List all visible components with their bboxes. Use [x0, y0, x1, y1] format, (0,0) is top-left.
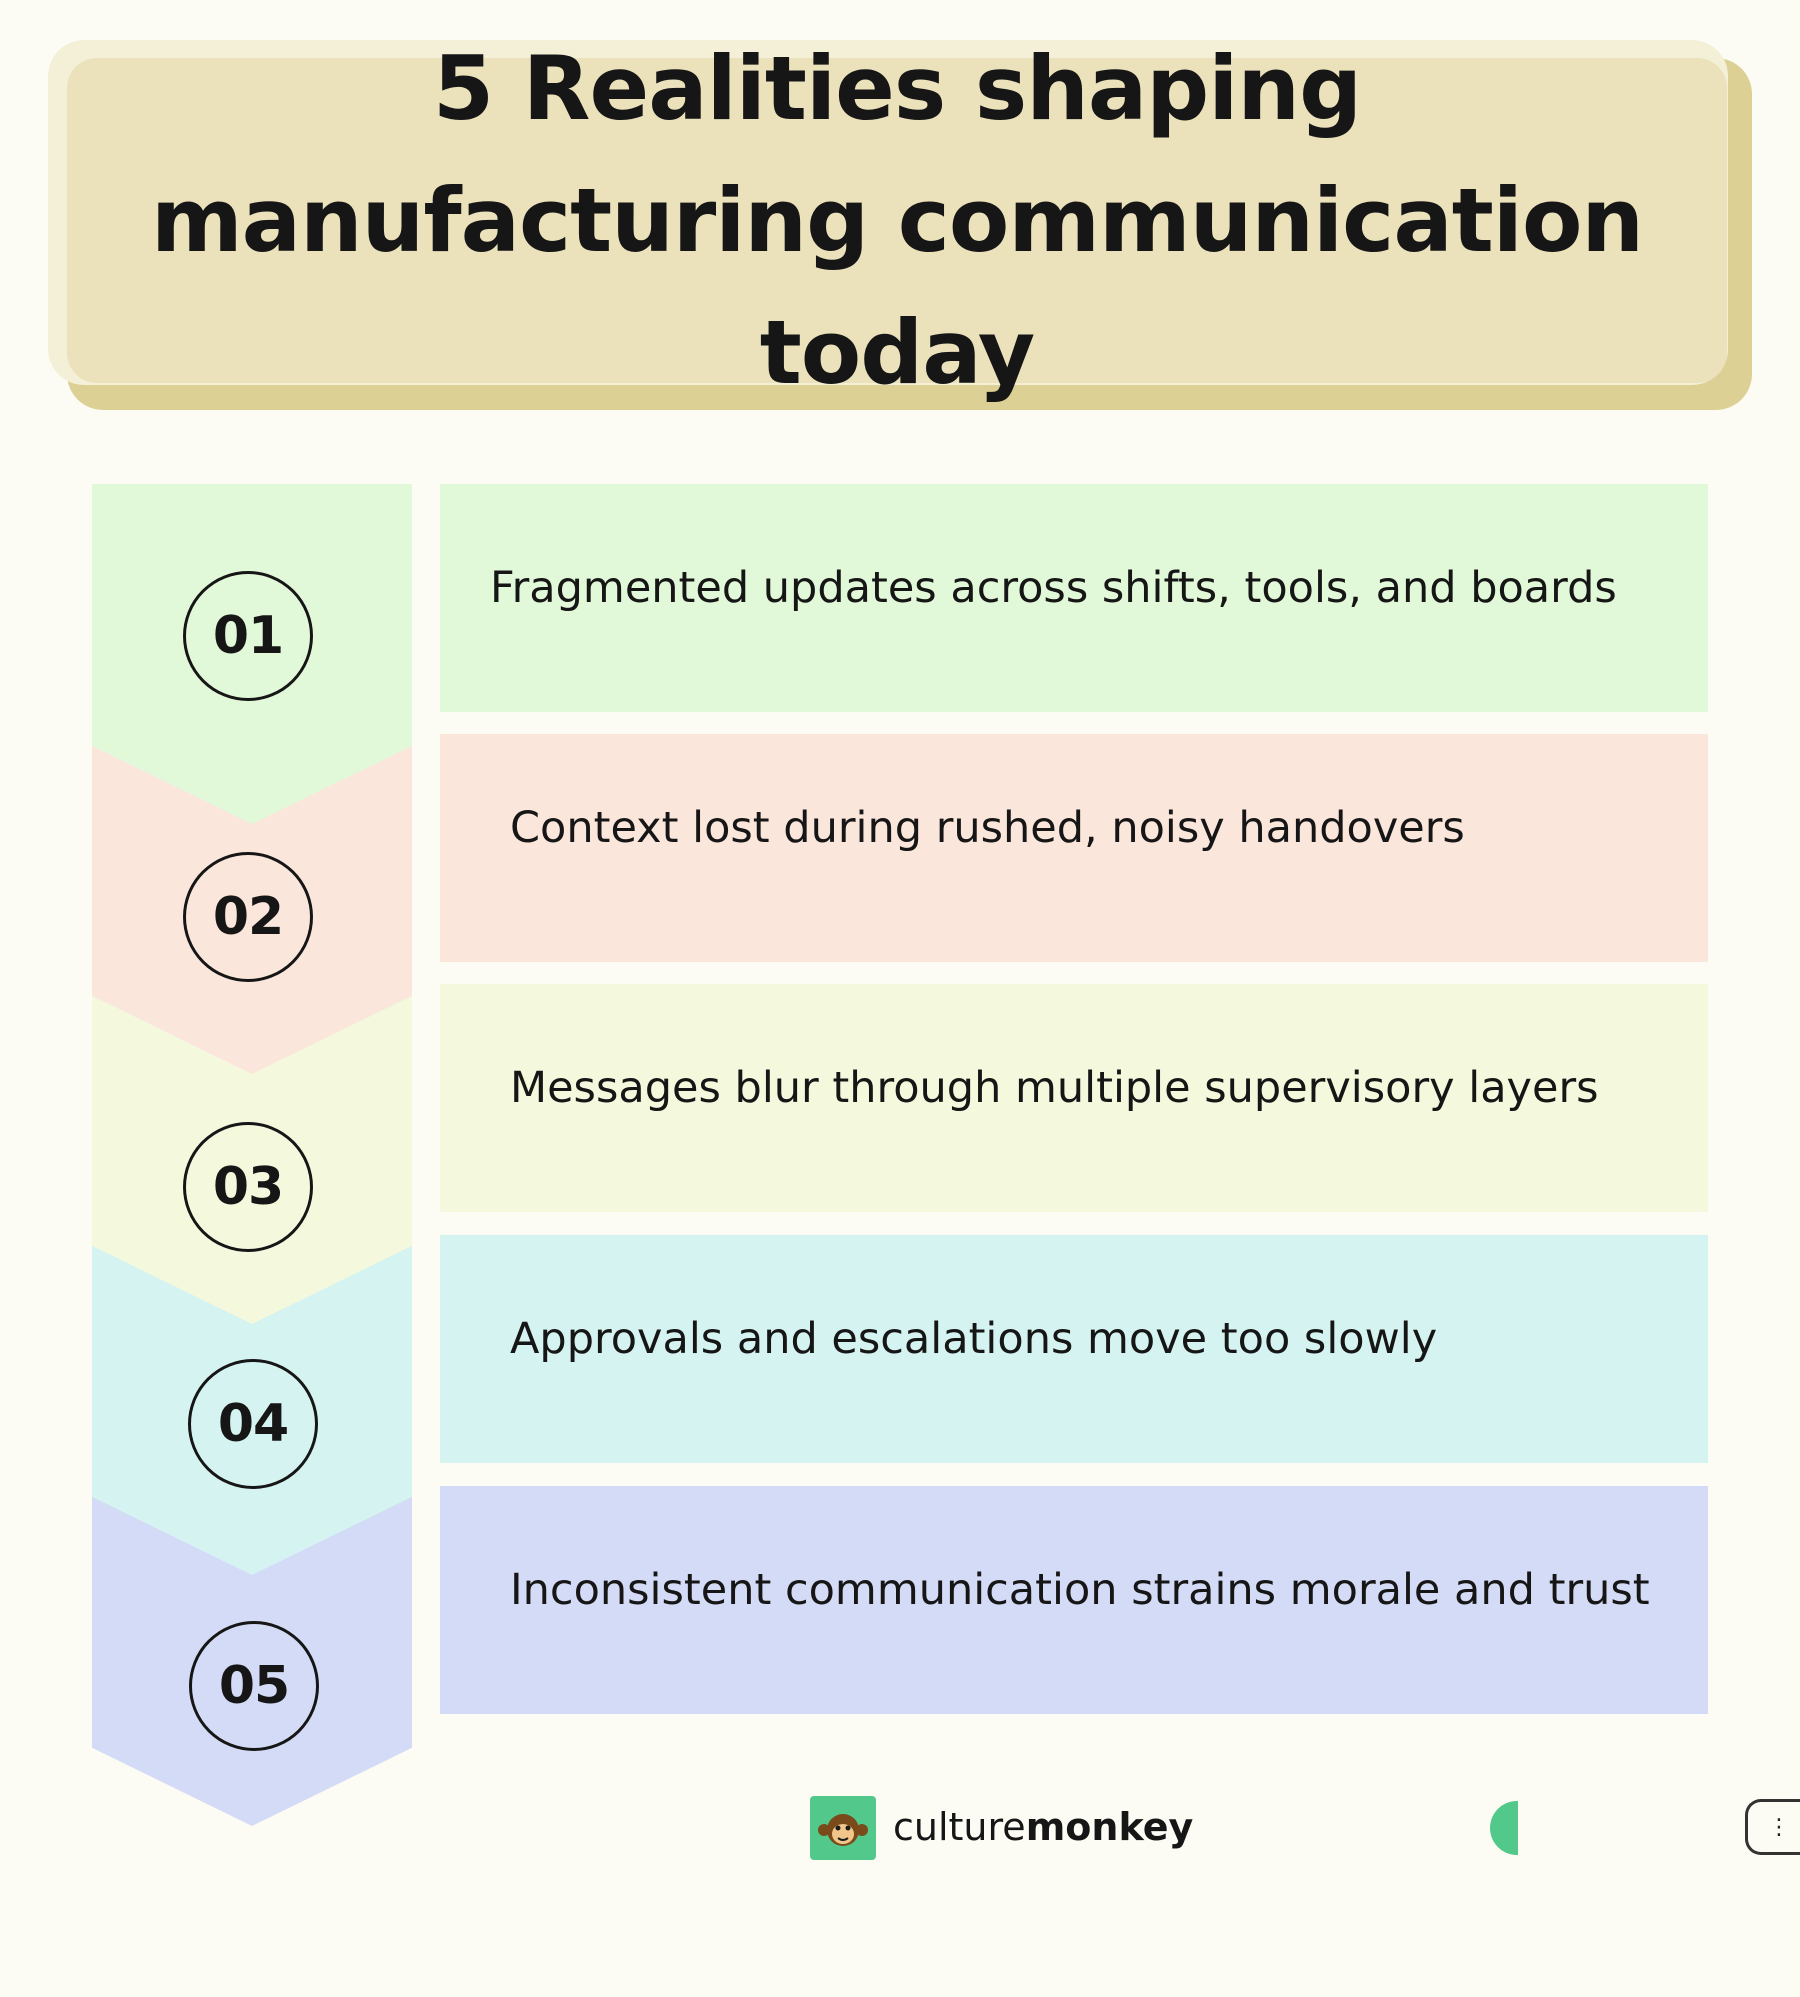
reality-text: Context lost during rushed, noisy handov… — [510, 803, 1465, 853]
reality-row-4: Approvals and escalations move too slowl… — [440, 1235, 1708, 1463]
reality-row-1: Fragmented updates across shifts, tools,… — [440, 484, 1708, 712]
reality-row-3: Messages blur through multiple superviso… — [440, 984, 1708, 1212]
brand-name-bold: monkey — [1025, 1805, 1194, 1849]
step-number-3: 03 — [183, 1122, 313, 1252]
step-number-5: 05 — [189, 1621, 319, 1751]
title-card: 5 Realities shaping manufacturing commun… — [67, 37, 1727, 404]
more-menu-button[interactable]: ⋮ — [1745, 1799, 1800, 1855]
reality-text: Messages blur through multiple superviso… — [510, 1063, 1599, 1113]
brand-name-light: culture — [893, 1805, 1026, 1849]
step-number-1: 01 — [183, 571, 313, 701]
step-number-4: 04 — [188, 1359, 318, 1489]
reality-row-5: Inconsistent communication strains moral… — [440, 1486, 1708, 1714]
accent-half-dot — [1490, 1801, 1518, 1855]
step-number-2: 02 — [183, 852, 313, 982]
page-title: 5 Realities shaping manufacturing commun… — [150, 36, 1644, 404]
reality-text: Fragmented updates across shifts, tools,… — [490, 563, 1617, 613]
reality-row-2: Context lost during rushed, noisy handov… — [440, 734, 1708, 962]
brand-name: culturemonkey — [893, 1802, 1193, 1852]
monkey-face-icon — [810, 1796, 876, 1860]
more-vertical-icon: ⋮ — [1768, 1814, 1790, 1840]
reality-text: Inconsistent communication strains moral… — [510, 1565, 1650, 1615]
reality-text: Approvals and escalations move too slowl… — [510, 1314, 1438, 1364]
